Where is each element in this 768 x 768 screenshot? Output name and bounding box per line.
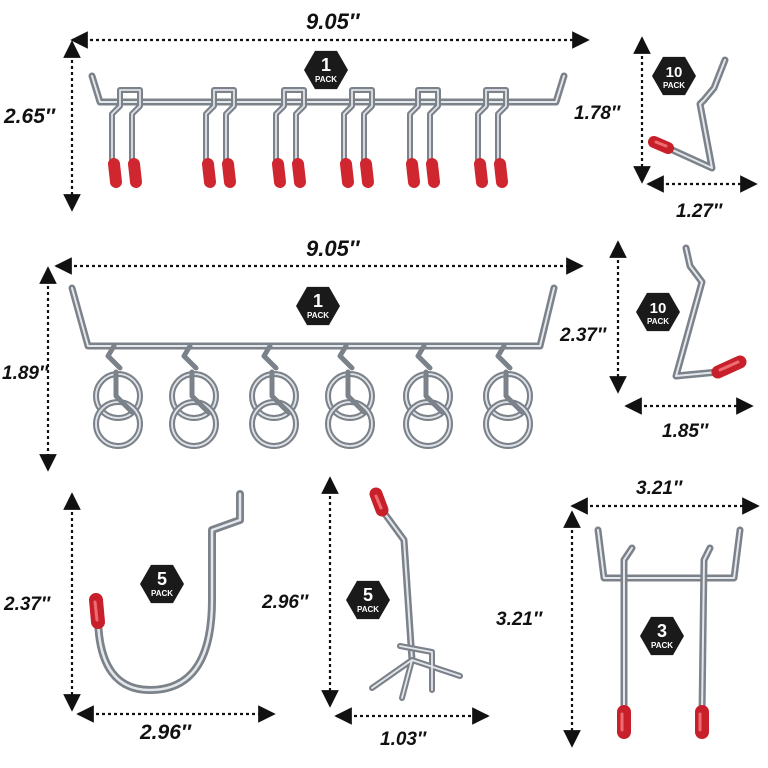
strip1-width-label: 9.05″: [306, 9, 360, 34]
six-double-hook-strip-image: [88, 72, 568, 188]
strip-hook: [406, 87, 441, 188]
ring-hook-strip-image: [68, 284, 558, 449]
pack-count: 5: [363, 585, 373, 605]
jhook-width-label: 2.96″: [140, 721, 191, 744]
pack-count: 10: [666, 64, 683, 81]
pack-count: 10: [650, 300, 667, 317]
strip-hook: [340, 87, 375, 188]
pack-label: PACK: [647, 317, 669, 326]
pack-count: 1: [321, 55, 331, 75]
straight-tool-hook-image: [369, 487, 463, 701]
strip-hook: [474, 87, 509, 188]
angled-single-hook-image: [672, 244, 747, 380]
strip2-width-label: 9.05″: [306, 236, 360, 261]
pack-label: PACK: [307, 311, 329, 320]
ring-hook: [325, 343, 375, 449]
hook1-height-label: 1.78″: [574, 103, 621, 124]
ring-hook: [93, 343, 143, 449]
double-width-label: 3.21″: [636, 478, 683, 499]
strip-hook: [272, 87, 307, 188]
pack-count: 1: [313, 291, 323, 311]
pack-label: PACK: [651, 641, 673, 650]
strip-hook: [108, 87, 143, 188]
pack-count: 5: [157, 569, 167, 589]
hook1-width-label: 1.27″: [676, 201, 723, 222]
strip2-height-label: 1.89″: [2, 363, 49, 384]
tool-height-label: 2.96″: [262, 592, 309, 613]
pack-label: PACK: [151, 589, 173, 598]
dimension-lines: [39, 31, 760, 748]
double-prong-hook-image: [594, 526, 744, 739]
pack-count: 3: [657, 621, 667, 641]
hook2-width-label: 1.85″: [662, 421, 709, 442]
pack-label: PACK: [315, 75, 337, 84]
jhook-height-label: 2.37″: [4, 594, 51, 615]
hook2-height-label: 2.37″: [560, 325, 607, 346]
ring-hook: [169, 343, 219, 449]
ring-hook: [483, 343, 533, 449]
pack-label: PACK: [663, 81, 685, 90]
strip-hook: [202, 87, 237, 188]
ring-hook: [403, 343, 453, 449]
small-single-hook-image: [648, 56, 729, 172]
j-hook-image: [89, 490, 244, 694]
pack-label: PACK: [357, 605, 379, 614]
ring-hook: [249, 343, 299, 449]
double-height-label: 3.21″: [496, 609, 543, 630]
strip1-height-label: 2.65″: [4, 105, 55, 128]
tool-width-label: 1.03″: [380, 729, 427, 750]
